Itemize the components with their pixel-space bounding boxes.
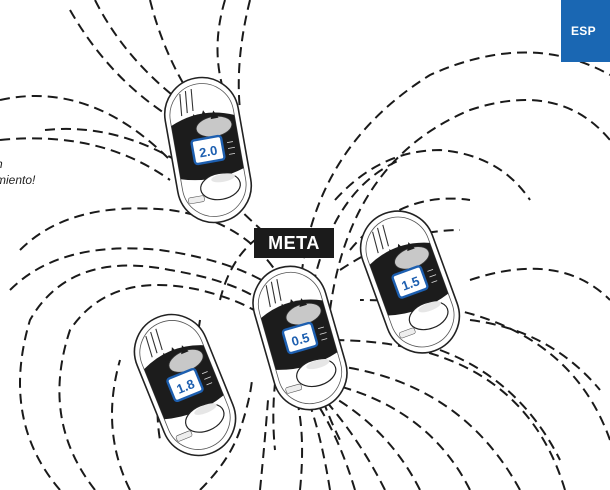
device-center: 0.5 [244, 258, 355, 419]
language-tab-label[interactable]: ESP [571, 24, 596, 38]
caption-line-2: miento! [0, 172, 35, 188]
device-top-left: 2.0 [159, 72, 257, 229]
side-caption: n miento! [0, 156, 35, 188]
caption-line-1: n [0, 156, 35, 172]
language-tab[interactable]: ESP [561, 0, 610, 62]
meta-label: META [254, 228, 334, 258]
device-bottom-left: 1.8 [123, 303, 246, 466]
device-right: 1.5 [350, 201, 469, 364]
device-reading: 2.0 [198, 143, 218, 161]
